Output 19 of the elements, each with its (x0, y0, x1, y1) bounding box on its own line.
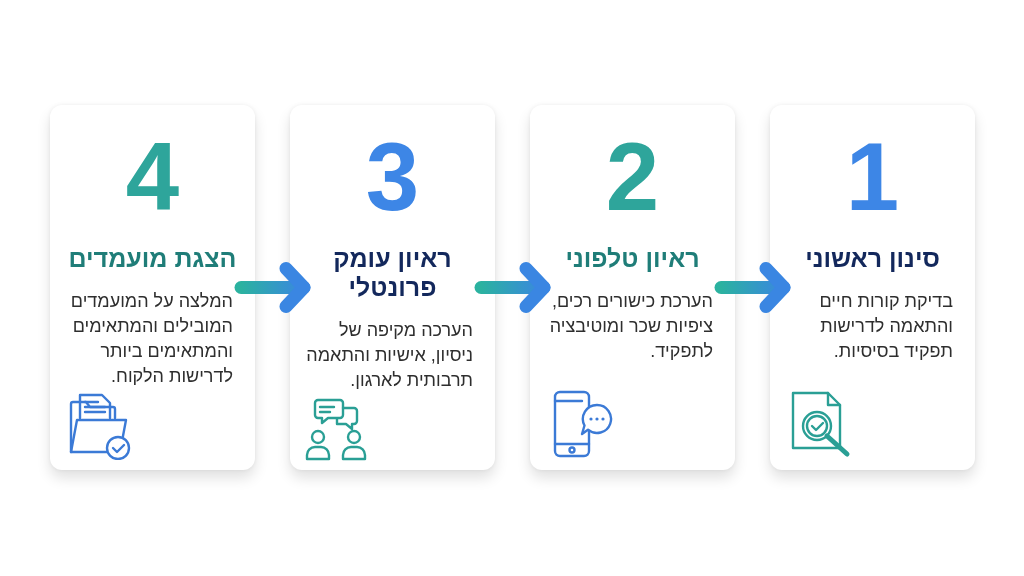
step-number: 3 (365, 129, 420, 225)
step-title: ראיון עומק פרונטלי (332, 244, 453, 302)
step-title: הצגת מועמדים (68, 244, 237, 273)
step-title: ראיון טלפוני (565, 244, 700, 273)
step-number: 4 (125, 129, 180, 225)
arrow (234, 262, 311, 313)
step-title: סינון ראשוני (805, 244, 940, 273)
arrow (714, 262, 791, 313)
step-number: 1 (845, 129, 900, 225)
step-card (770, 105, 975, 470)
step-card (530, 105, 735, 470)
arrow (474, 262, 551, 313)
step-description: בדיקת קורות חיים והתאמה לדרישות תפקיד בסיסיות. (818, 290, 953, 363)
step-description: הערכת כישורים רכים, ציפיות שכר ומוטיבציה לתפקיד. (548, 290, 713, 363)
step-description: הערכה מקיפה של ניסיון, אישיות והתאמה תרבותית לארגון. (305, 319, 473, 392)
step-card (290, 105, 495, 470)
step-card (50, 105, 255, 470)
step-description: המלצה על המועמדים המובילים והמתאימים והמתאימים ביותר לדרישות הלקוח. (69, 290, 233, 388)
step-number: 2 (605, 129, 660, 225)
